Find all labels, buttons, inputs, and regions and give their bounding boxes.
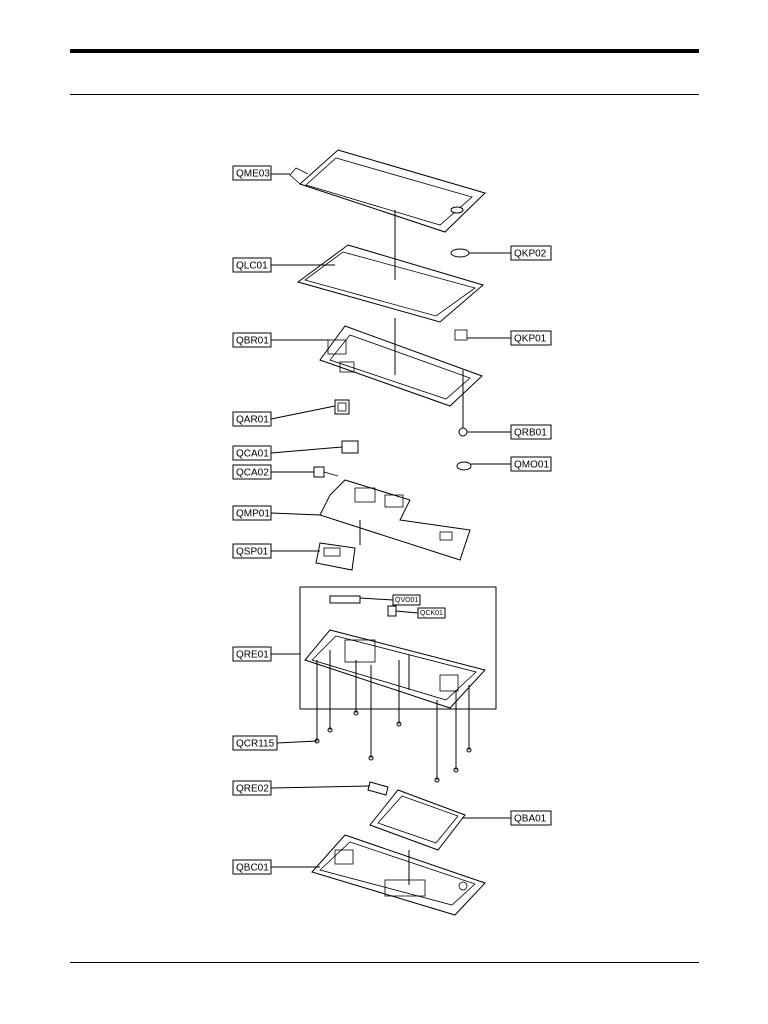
footer-rule [70, 962, 699, 963]
label-qme03: QME03 [232, 165, 272, 181]
svg-text:QMP01: QMP01 [236, 509, 270, 520]
svg-text:QKP02: QKP02 [514, 249, 547, 260]
svg-text:QSP01: QSP01 [236, 547, 269, 558]
label-qbr01: QBR01 [232, 332, 272, 348]
front-camera-part [341, 440, 359, 454]
bracket-part [319, 325, 483, 407]
svg-text:QCA02: QCA02 [236, 468, 269, 479]
home-key-part [450, 248, 470, 258]
label-qca01: QCA01 [232, 445, 272, 461]
svg-text:QCK01: QCK01 [420, 610, 443, 617]
header-rule-thin [70, 94, 699, 95]
label-qlc01: QLC01 [232, 257, 272, 273]
svg-text:QRE01: QRE01 [236, 650, 269, 661]
battery-cover-part [311, 834, 486, 916]
sim-tray-part [367, 781, 389, 796]
svg-text:QME03: QME03 [236, 169, 270, 180]
rear-case-part [299, 586, 497, 710]
camera2-part [313, 466, 339, 478]
svg-text:QRE02: QRE02 [236, 784, 269, 795]
lcd-part [296, 244, 485, 323]
battery-part [369, 789, 466, 851]
svg-text:QKP01: QKP01 [514, 334, 547, 345]
svg-text:QAR01: QAR01 [236, 415, 269, 426]
label-qbc01: QBC01 [232, 859, 272, 875]
label-qvo01: QVO01 [392, 594, 421, 606]
svg-text:QBA01: QBA01 [514, 814, 547, 825]
label-qkp01: QKP01 [510, 330, 552, 346]
svg-text:QCR115: QCR115 [236, 739, 275, 750]
label-qsp01: QSP01 [232, 543, 272, 559]
svg-text:QMO01: QMO01 [514, 460, 549, 471]
leader-lines [270, 173, 511, 885]
label-qcr115: QCR115 [232, 735, 278, 751]
label-qba01: QBA01 [510, 810, 552, 826]
svg-text:QLC01: QLC01 [236, 261, 268, 272]
svg-text:QBR01: QBR01 [236, 336, 269, 347]
header-rule-thick [70, 49, 699, 53]
label-qca02: QCA02 [232, 464, 272, 480]
label-qar01: QAR01 [232, 411, 272, 427]
svg-text:QBC01: QBC01 [236, 863, 269, 874]
rear-camera-part [334, 399, 350, 415]
screws-part [314, 710, 472, 783]
label-qck01: QCK01 [417, 607, 446, 619]
label-qkp02: QKP02 [510, 245, 552, 261]
label-qmo01: QMO01 [510, 456, 552, 472]
svg-text:QCA01: QCA01 [236, 449, 269, 460]
front-panel-part [289, 149, 486, 233]
main-pcb-part [319, 479, 471, 561]
receiver-part [458, 427, 468, 437]
label-qrb01: QRB01 [510, 424, 552, 440]
label-qre02: QRE02 [232, 780, 272, 796]
speaker-part [315, 542, 356, 571]
motor-part [456, 461, 472, 471]
svg-text:QVO01: QVO01 [395, 597, 418, 604]
label-qre01: QRE01 [232, 646, 272, 662]
svg-text:QRB01: QRB01 [514, 428, 547, 439]
label-qmp01: QMP01 [232, 505, 272, 521]
